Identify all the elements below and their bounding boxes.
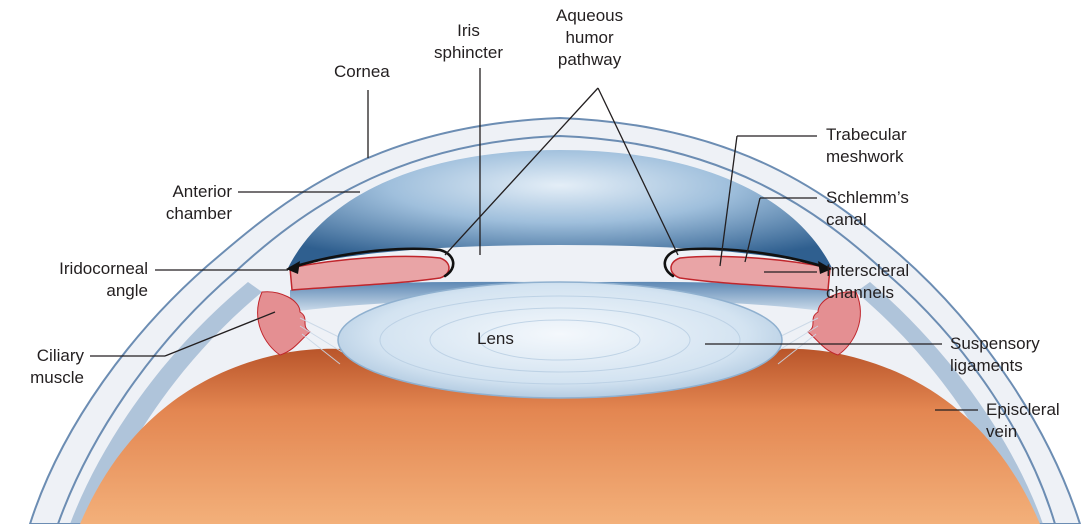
label-ciliary-muscle: Ciliary muscle xyxy=(20,345,84,389)
label-anterior-chamber: Anterior chamber xyxy=(140,181,232,225)
label-iris-sphincter: Iris sphincter xyxy=(434,20,503,64)
label-schlemms-canal: Schlemm’s canal xyxy=(826,187,909,231)
lens xyxy=(338,282,782,398)
label-trabecular-meshwork: Trabecular meshwork xyxy=(826,124,907,168)
label-aqueous-humor-pathway: Aqueous humor pathway xyxy=(556,5,623,71)
label-cornea: Cornea xyxy=(334,61,390,83)
label-iridocorneal-angle: Iridocorneal angle xyxy=(40,258,148,302)
label-suspensory-ligaments: Suspensory ligaments xyxy=(950,333,1040,377)
label-lens: Lens xyxy=(477,328,514,350)
label-episcleral-vein: Episcleral vein xyxy=(986,399,1060,443)
label-interscleral-channels: Interscleral channels xyxy=(826,260,909,304)
